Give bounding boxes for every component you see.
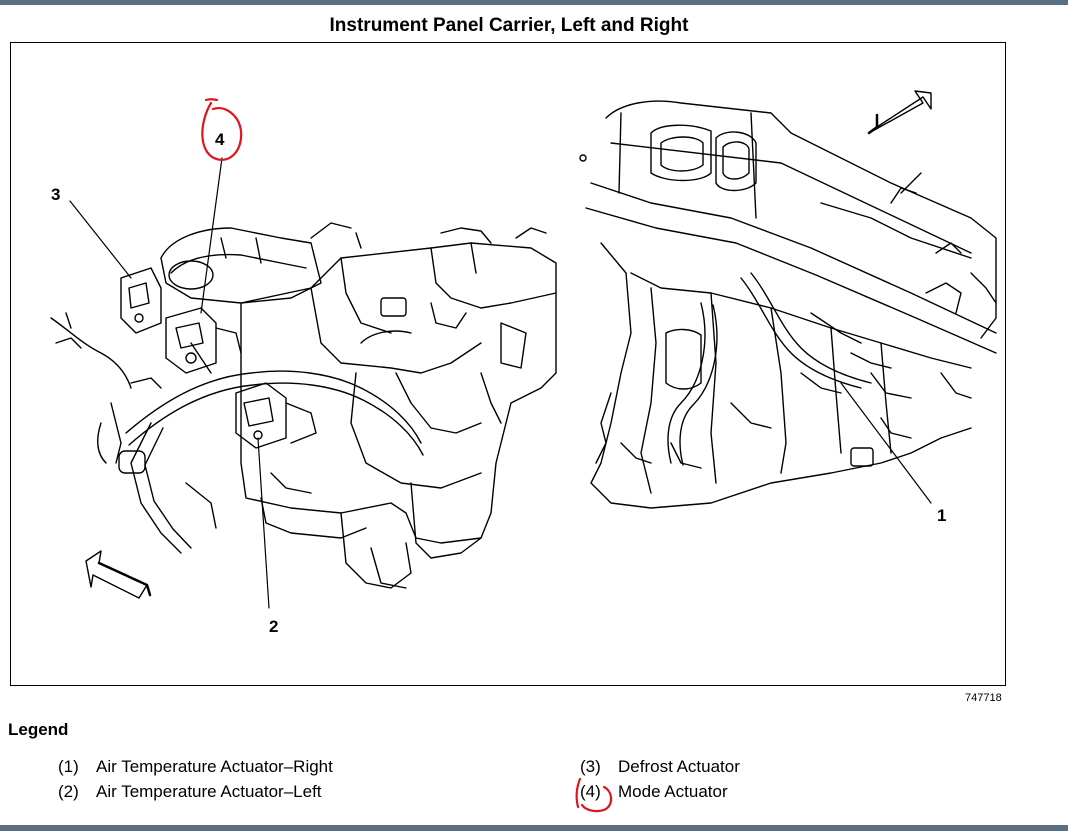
hvac-diagram-illustration: 1 2 3 4 [50, 90, 997, 636]
legend-item-number: (4) [580, 782, 601, 801]
air-temp-actuator-left-2 [235, 382, 317, 449]
left-hvac-module [240, 222, 557, 589]
mode-actuator-4 [165, 307, 242, 374]
right-wiring-harness [667, 272, 892, 466]
leader-line-3 [69, 200, 132, 279]
legend-item-4: (4) Mode Actuator [580, 782, 728, 802]
legend-item-label: Defrost Actuator [618, 757, 740, 776]
right-direction-arrow [867, 90, 932, 135]
right-instrument-panel-carrier [579, 100, 997, 354]
figure-number: 747718 [965, 692, 1002, 704]
leader-line-4 [200, 157, 223, 314]
leader-line-2 [257, 437, 270, 609]
left-defrost-duct [160, 227, 322, 304]
handwritten-circle-annotation [201, 98, 243, 161]
defrost-actuator-3 [120, 267, 162, 334]
window-top-border [0, 0, 1068, 5]
left-wiring-harness [50, 312, 424, 554]
diagram-title: Instrument Panel Carrier, Left and Right [329, 15, 689, 36]
callout-2: 2 [269, 617, 278, 636]
legend-item-number: (1) [58, 757, 79, 776]
left-direction-arrow [85, 550, 152, 599]
callout-4: 4 [215, 130, 225, 149]
callout-leader-lines [69, 157, 932, 609]
callout-3: 3 [51, 185, 60, 204]
legend-item-2: (2) Air Temperature Actuator–Left [58, 782, 322, 802]
leader-line-1 [840, 382, 932, 504]
legend-heading: Legend [8, 720, 69, 739]
diagram-frame: 1 2 3 4 [10, 42, 1006, 686]
legend-item-number: (3) [580, 757, 601, 776]
legend-item-number: (2) [58, 782, 79, 801]
legend-item-1: (1) Air Temperature Actuator–Right [58, 757, 333, 777]
window-bottom-border [0, 825, 1068, 831]
legend-item-3: (3) Defrost Actuator [580, 757, 740, 777]
legend-item-label: Mode Actuator [618, 782, 728, 801]
callout-1: 1 [937, 506, 946, 525]
legend-item-label: Air Temperature Actuator–Left [96, 782, 322, 801]
handwritten-mark-annotation [575, 777, 613, 813]
right-hvac-module [590, 242, 997, 509]
legend-item-label: Air Temperature Actuator–Right [96, 757, 333, 776]
